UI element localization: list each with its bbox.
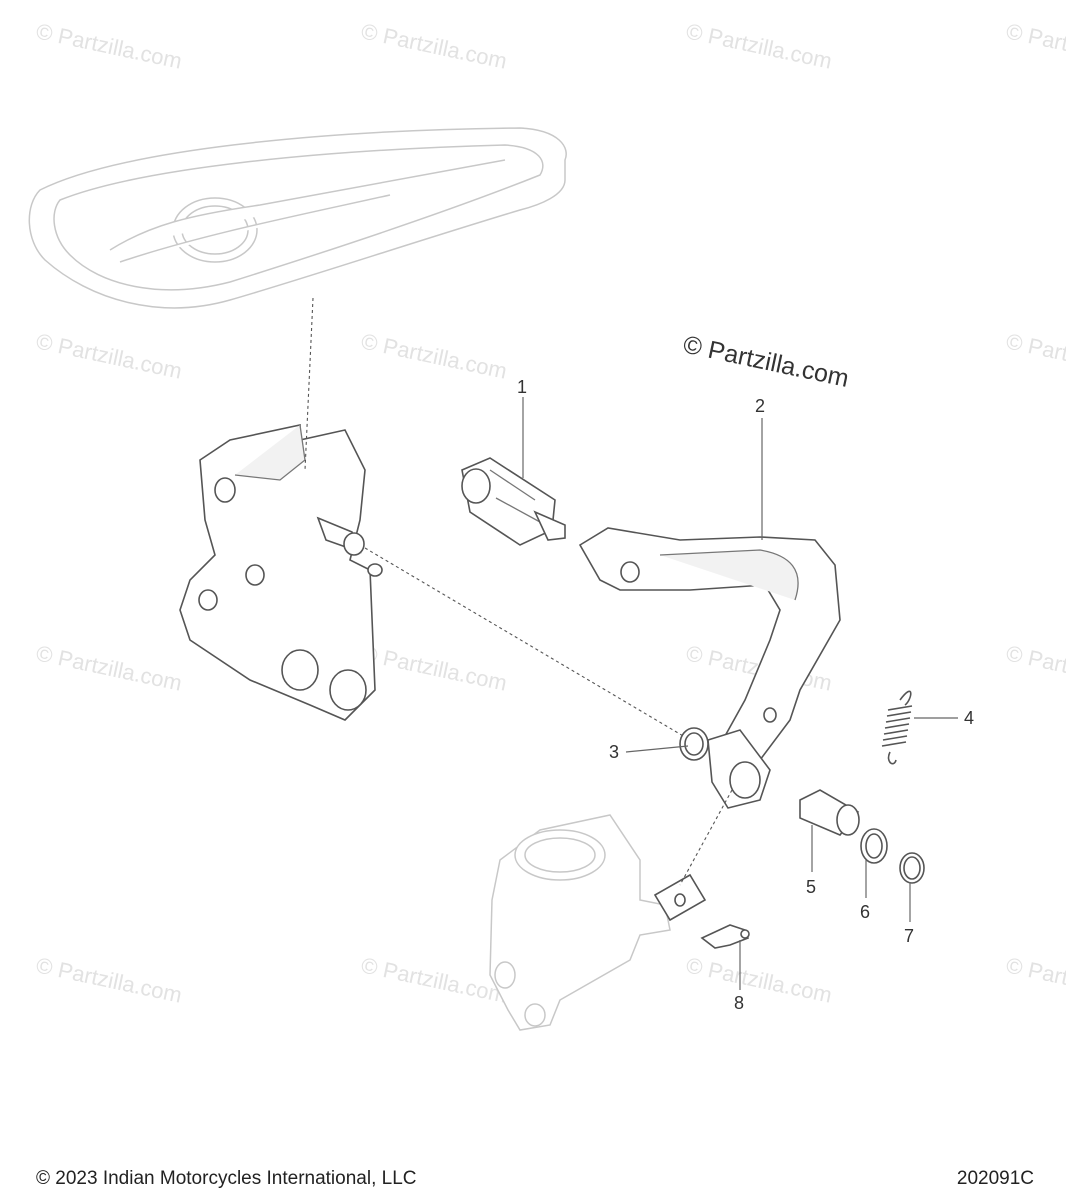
- callout-5: 5: [806, 877, 816, 897]
- watermark: © Partzilla.com: [34, 640, 184, 695]
- copyright-text: © 2023 Indian Motorcycles International,…: [36, 1168, 417, 1189]
- watermark: © Partzilla.com: [359, 640, 509, 695]
- retaining-clip-inner: [903, 856, 921, 880]
- watermark: © Partzilla.com: [1004, 18, 1066, 73]
- watermark: © Partzilla.com: [34, 18, 184, 73]
- callout-2: 2: [755, 396, 765, 416]
- watermark: © Partzilla.com: [1004, 640, 1066, 695]
- watermark: © Partzilla.com: [359, 952, 509, 1007]
- watermark: © Partzilla.com: [34, 328, 184, 383]
- washer-3-inner: [684, 732, 704, 756]
- bushing: [799, 789, 860, 836]
- leader-line: [625, 745, 689, 753]
- callout-8: 8: [734, 993, 744, 1013]
- brake-lever: [578, 527, 841, 809]
- floorboard-bracket: [179, 424, 383, 721]
- washer-6-inner: [865, 833, 883, 859]
- clevis-clip: [700, 924, 750, 949]
- callout-6: 6: [860, 902, 870, 922]
- watermark: © Partzilla.com: [1004, 328, 1066, 383]
- watermark: © Partzilla.com: [359, 18, 509, 73]
- master-cylinder-illustration: [489, 814, 707, 1031]
- callout-3: 3: [609, 742, 619, 762]
- return-spring: [881, 690, 913, 765]
- assembly-line: [679, 789, 733, 886]
- watermark: © Partzilla.com: [1004, 952, 1066, 1007]
- callout-4: 4: [964, 708, 974, 728]
- callout-1: 1: [517, 377, 527, 397]
- floorboard-illustration: [28, 127, 567, 309]
- brake-pedal-pad: [461, 457, 566, 546]
- assembly-line: [304, 297, 314, 471]
- watermark: © Partzilla.com: [684, 952, 834, 1007]
- center-watermark: © Partzilla.com: [681, 330, 852, 392]
- callout-7: 7: [904, 926, 914, 946]
- watermark: © Partzilla.com: [684, 18, 834, 73]
- watermark: © Partzilla.com: [34, 952, 184, 1007]
- diagram-code: 202091C: [956, 1168, 1034, 1189]
- watermark: © Partzilla.com: [359, 328, 509, 383]
- assembly-line: [364, 547, 691, 741]
